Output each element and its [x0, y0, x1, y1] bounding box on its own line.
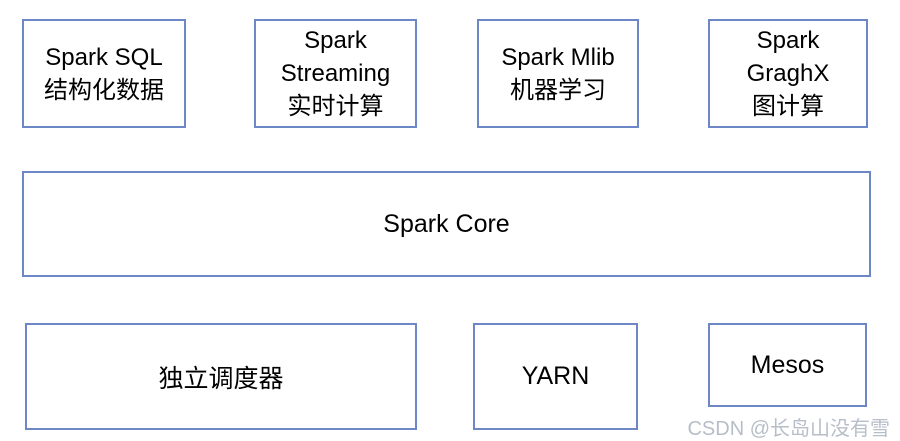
box-spark-mlib: Spark Mlib 机器学习 [477, 19, 639, 128]
box-spark-graphx: Spark GraghX 图计算 [708, 19, 868, 128]
box-spark-core: Spark Core [22, 171, 871, 277]
box-yarn: YARN [473, 323, 638, 430]
box-standalone-scheduler: 独立调度器 [25, 323, 417, 430]
csdn-watermark: CSDN @长岛山没有雪 [687, 418, 890, 440]
box-spark-sql: Spark SQL 结构化数据 [22, 19, 186, 128]
box-mesos: Mesos [708, 323, 867, 407]
box-spark-streaming: Spark Streaming 实时计算 [254, 19, 417, 128]
